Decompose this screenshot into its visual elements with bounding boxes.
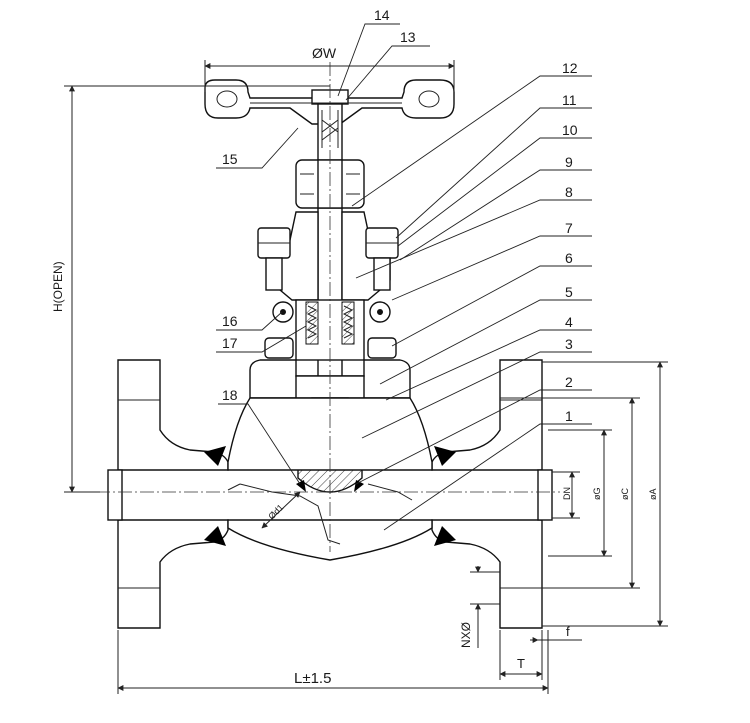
label-bolt-holes: NXØ — [459, 622, 473, 648]
part-label-3: 3 — [565, 336, 573, 352]
dimension-labels: ØW H(OPEN) L±1.5 DN øG øC øA NXØ f T Ød1 — [51, 45, 658, 687]
part-label-8: 8 — [565, 184, 573, 200]
part-label-9: 9 — [565, 154, 573, 170]
part-label-1: 1 — [565, 408, 573, 424]
part-label-6: 6 — [565, 250, 573, 266]
label-flange-thickness: T — [517, 656, 525, 671]
label-diameter-c: øC — [620, 488, 630, 500]
part-label-2: 2 — [565, 374, 573, 390]
part-label-16: 16 — [222, 313, 238, 329]
valve-body — [107, 359, 553, 629]
part-label-4: 4 — [565, 314, 573, 330]
part-label-5: 5 — [565, 284, 573, 300]
part-label-11: 11 — [562, 92, 577, 108]
label-seat-diameter: Ød1 — [266, 502, 285, 521]
label-length: L±1.5 — [294, 670, 331, 687]
part-label-17: 17 — [222, 335, 238, 351]
dimension-lines — [64, 60, 668, 694]
part-number-labels: 14 13 12 11 10 9 8 7 6 5 4 3 2 1 15 16 1… — [222, 7, 578, 424]
part-label-10: 10 — [562, 122, 578, 138]
label-nominal-diameter: DN — [562, 487, 572, 500]
part-label-12: 12 — [562, 60, 578, 76]
label-height-open: H(OPEN) — [51, 261, 65, 312]
label-handwheel-diameter: ØW — [312, 45, 337, 61]
part-label-7: 7 — [565, 220, 573, 236]
label-diameter-g: øG — [592, 488, 602, 501]
part-label-13: 13 — [400, 29, 416, 45]
part-label-18: 18 — [222, 387, 238, 403]
part-label-15: 15 — [222, 151, 238, 167]
label-diameter-a: øA — [648, 488, 658, 500]
part-label-14: 14 — [374, 7, 390, 23]
leader-lines — [216, 23, 592, 531]
label-raised-face: f — [566, 624, 570, 639]
